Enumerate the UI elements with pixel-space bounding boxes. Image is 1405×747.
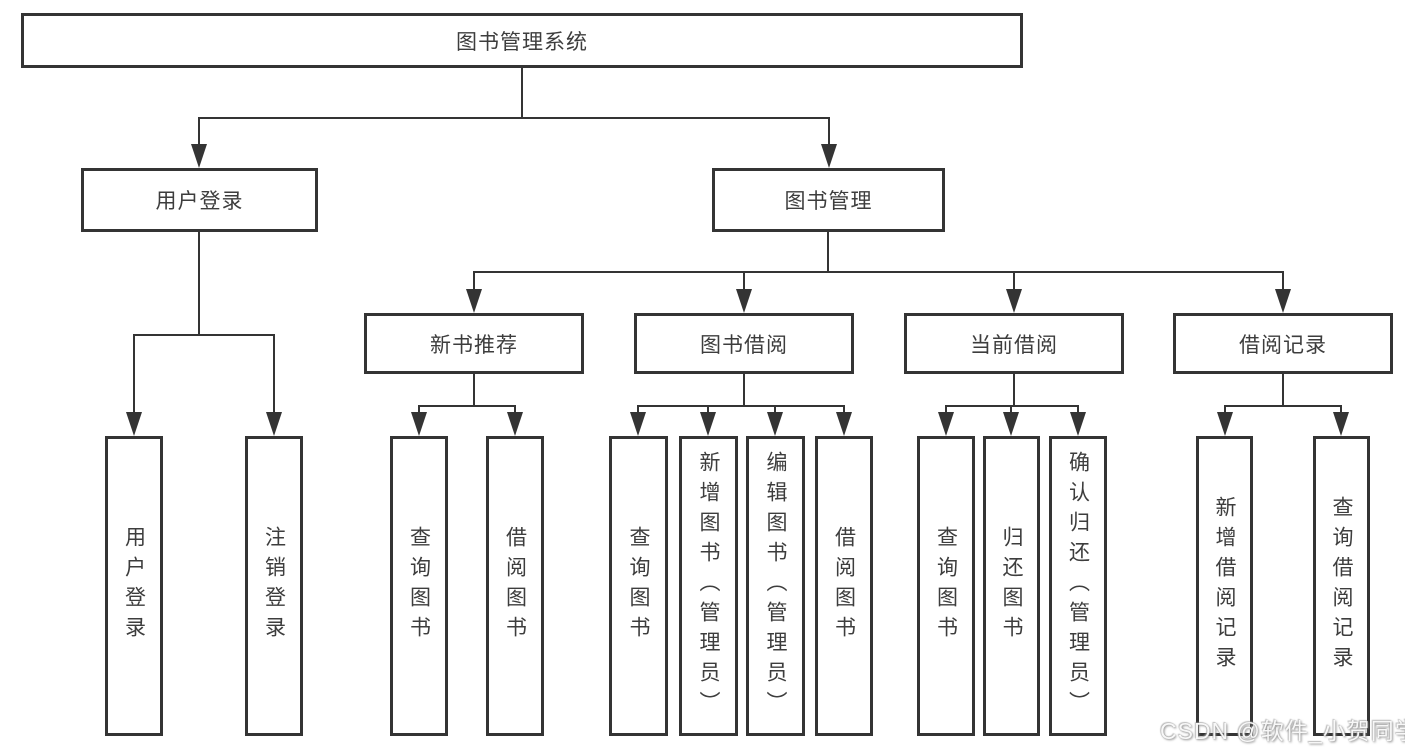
node-user-login-label: 用户登录 <box>155 190 244 213</box>
connector-hline <box>945 405 1079 407</box>
leaf-query-borrow-record: 查询借阅记录 <box>1313 436 1370 736</box>
connector-vline <box>1013 271 1015 290</box>
node-user-login: 用户登录 <box>81 168 318 232</box>
node-new-book-recommend-label: 新书推荐 <box>430 333 518 357</box>
connector-vline <box>1282 374 1284 406</box>
connector-vline <box>637 405 639 414</box>
node-root: 图书管理系统 <box>21 13 1023 68</box>
connector-hline <box>637 405 845 407</box>
leaf-user-login: 用户登录 <box>105 436 163 736</box>
arrow-down-icon <box>1006 289 1022 313</box>
connector-vline <box>774 405 776 414</box>
connector-vline <box>827 232 829 272</box>
node-new-book-recommend: 新书推荐 <box>364 313 584 374</box>
connector-vline <box>1010 405 1012 414</box>
arrow-down-icon <box>411 412 427 436</box>
arrow-down-icon <box>1275 289 1291 313</box>
leaf-return-books-label: 归还图书 <box>1000 526 1023 646</box>
arrow-down-icon <box>1003 412 1019 436</box>
connector-vline <box>707 405 709 414</box>
leaf-query-borrow-record-label: 查询借阅记录 <box>1330 496 1353 676</box>
arrow-down-icon <box>1217 412 1233 436</box>
leaf-query-books-recommend: 查询图书 <box>390 436 448 736</box>
arrow-down-icon <box>507 412 523 436</box>
connector-vline <box>418 405 420 414</box>
node-borrow-records: 借阅记录 <box>1173 313 1393 374</box>
leaf-borrow-books: 借阅图书 <box>815 436 873 736</box>
connector-vline <box>473 271 475 290</box>
arrow-down-icon <box>266 412 282 436</box>
arrow-down-icon <box>191 144 207 168</box>
connector-vline <box>514 405 516 414</box>
node-current-borrow-label: 当前借阅 <box>970 333 1058 357</box>
connector-vline <box>1224 405 1226 414</box>
arrow-down-icon <box>126 412 142 436</box>
connector-vline <box>1013 374 1015 406</box>
arrow-down-icon <box>767 412 783 436</box>
leaf-return-books: 归还图书 <box>983 436 1040 736</box>
leaf-confirm-return-admin-label: 确认归还（管理员） <box>1066 451 1090 721</box>
connector-vline <box>198 232 200 335</box>
leaf-borrow-books-label: 借阅图书 <box>832 526 856 646</box>
leaf-user-login-label: 用户登录 <box>122 526 146 646</box>
leaf-query-books-borrow: 查询图书 <box>609 436 668 736</box>
connector-vline <box>473 374 475 406</box>
connector-vline <box>133 334 135 412</box>
connector-vline <box>521 68 523 118</box>
connector-vline <box>1077 405 1079 414</box>
node-book-borrow-label: 图书借阅 <box>700 333 788 357</box>
connector-hline <box>473 271 1284 273</box>
node-book-management-label: 图书管理 <box>784 190 873 213</box>
leaf-add-books-admin: 新增图书（管理员） <box>679 436 738 736</box>
leaf-query-books-current: 查询图书 <box>917 436 975 736</box>
connector-vline <box>198 117 200 145</box>
arrow-down-icon <box>1333 412 1349 436</box>
leaf-query-books-current-label: 查询图书 <box>934 526 958 646</box>
leaf-borrow-books-recommend-label: 借阅图书 <box>503 526 527 646</box>
connector-vline <box>828 117 830 145</box>
leaf-logout: 注销登录 <box>245 436 303 736</box>
connector-vline <box>273 334 275 412</box>
leaf-logout-label: 注销登录 <box>262 526 286 646</box>
leaf-edit-books-admin-label: 编辑图书（管理员） <box>764 451 787 721</box>
connector-vline <box>743 271 745 290</box>
node-book-borrow: 图书借阅 <box>634 313 854 374</box>
leaf-borrow-books-recommend: 借阅图书 <box>486 436 544 736</box>
connector-hline <box>133 334 275 336</box>
arrow-down-icon <box>630 412 646 436</box>
arrow-down-icon <box>821 144 837 168</box>
connector-hline <box>1224 405 1342 407</box>
connector-vline <box>1340 405 1342 414</box>
connector-hline <box>198 117 830 119</box>
node-root-label: 图书管理系统 <box>456 30 588 54</box>
csdn-watermark: CSDN @软件_小贺同学 <box>1160 718 1405 744</box>
connector-vline <box>945 405 947 414</box>
arrow-down-icon <box>736 289 752 313</box>
connector-vline <box>743 374 745 406</box>
connector-vline <box>843 405 845 414</box>
arrow-down-icon <box>466 289 482 313</box>
leaf-add-borrow-record: 新增借阅记录 <box>1196 436 1253 736</box>
leaf-confirm-return-admin: 确认归还（管理员） <box>1049 436 1107 736</box>
leaf-query-books-borrow-label: 查询图书 <box>627 526 650 646</box>
leaf-add-books-admin-label: 新增图书（管理员） <box>697 451 720 721</box>
leaf-edit-books-admin: 编辑图书（管理员） <box>746 436 805 736</box>
node-book-management: 图书管理 <box>712 168 945 232</box>
arrow-down-icon <box>836 412 852 436</box>
node-current-borrow: 当前借阅 <box>904 313 1124 374</box>
connector-vline <box>1282 271 1284 290</box>
leaf-query-books-recommend-label: 查询图书 <box>407 526 431 646</box>
arrow-down-icon <box>1070 412 1086 436</box>
leaf-add-borrow-record-label: 新增借阅记录 <box>1213 496 1236 676</box>
arrow-down-icon <box>938 412 954 436</box>
node-borrow-records-label: 借阅记录 <box>1239 333 1327 357</box>
connector-hline <box>418 405 516 407</box>
arrow-down-icon <box>700 412 716 436</box>
